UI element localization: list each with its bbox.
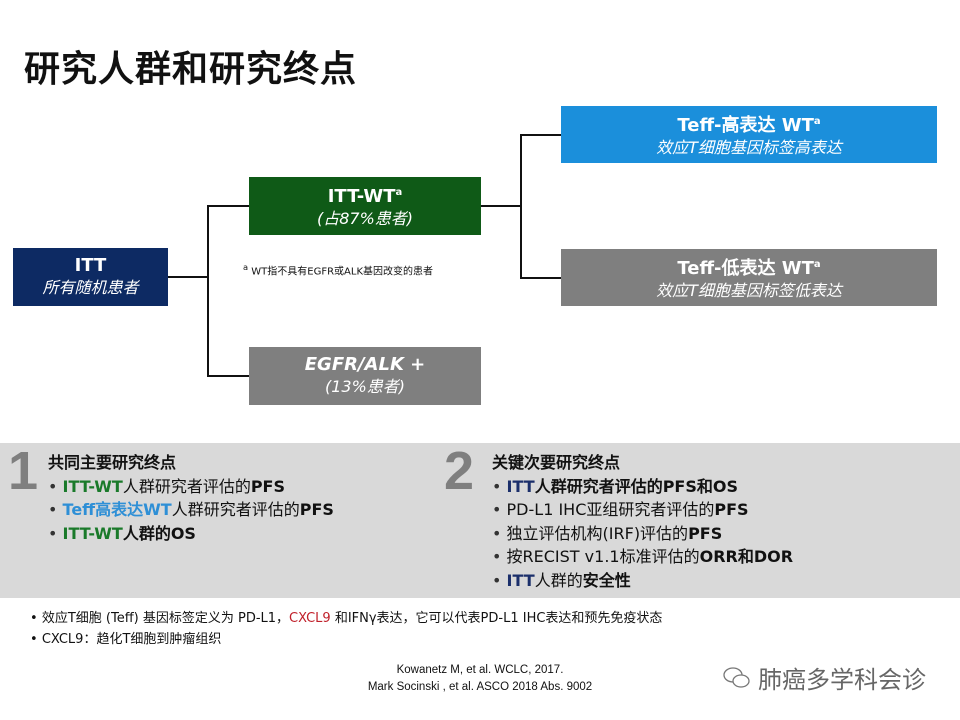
list-item: ITT人群的安全性 <box>492 569 793 593</box>
itt-wt-sub: (占87%患者) <box>316 209 414 228</box>
secondary-number: 2 <box>444 441 475 501</box>
teff-high-sub: 效应T细胞基因标签高表达 <box>656 137 842 157</box>
connector <box>207 375 249 377</box>
teff-low-sub: 效应T细胞基因标签低表达 <box>656 280 842 300</box>
connector <box>520 134 561 136</box>
footnote: a WT指不具有EGFR或ALK基因改变的患者 <box>243 262 433 277</box>
connector <box>207 205 209 377</box>
list-item: ITT人群研究者评估的PFS和OS <box>492 475 793 499</box>
wechat-icon <box>723 666 750 688</box>
list-item: 按RECIST v1.1标准评估的ORR和DOR <box>492 545 794 569</box>
itt-wt-box: ITT-WTa (占87%患者) <box>249 177 481 235</box>
teff-high-title: Teff-高表达 WT <box>677 114 814 136</box>
watermark-text: 肺癌多学科会诊 <box>758 666 926 694</box>
references: Kowanetz M, et al. WCLC, 2017. Mark Soci… <box>330 662 630 696</box>
note-item: CXCL9：趋化T细胞到肿瘤组织 <box>30 629 662 650</box>
primary-endpoints: 共同主要研究终点 ITT-WT人群研究者评估的PFS Teff高表达WT人群研究… <box>48 451 334 545</box>
notes: 效应T细胞 (Teff) 基因标签定义为 PD-L1，CXCL9 和IFNγ表达… <box>30 608 663 650</box>
egfr-alk-box: EGFR/ALK + (13%患者) <box>249 347 481 405</box>
sup: a <box>395 187 403 198</box>
list-item: ITT-WT人群的OS <box>48 522 334 546</box>
connector <box>207 205 249 207</box>
note-item: 效应T细胞 (Teff) 基因标签定义为 PD-L1，CXCL9 和IFNγ表达… <box>30 608 663 629</box>
primary-number: 1 <box>8 441 39 501</box>
egfr-title: EGFR/ALK + <box>304 354 426 375</box>
reference: Mark Socinski , et al. ASCO 2018 Abs. 90… <box>367 681 593 693</box>
teff-low-title: Teff-低表达 WT <box>677 257 814 279</box>
connector <box>168 276 209 278</box>
sup: a <box>243 262 249 272</box>
list-item: 独立评估机构(IRF)评估的PFS <box>492 522 793 546</box>
watermark: 肺癌多学科会诊 <box>722 660 926 695</box>
teff-low-box: Teff-低表达 WTa 效应T细胞基因标签低表达 <box>561 249 937 306</box>
secondary-heading: 关键次要研究终点 <box>492 453 621 472</box>
reference: Kowanetz M, et al. WCLC, 2017. <box>396 664 564 676</box>
teff-high-box: Teff-高表达 WTa 效应T细胞基因标签高表达 <box>561 106 937 163</box>
primary-heading: 共同主要研究终点 <box>48 453 177 472</box>
footnote-text: WT指不具有EGFR或ALK基因改变的患者 <box>251 266 434 278</box>
page-title: 研究人群和研究终点 <box>24 49 358 90</box>
sup: a <box>813 115 821 127</box>
connector <box>520 134 522 279</box>
egfr-sub: (13%患者) <box>324 377 406 396</box>
list-item: Teff高表达WT人群研究者评估的PFS <box>48 498 334 522</box>
itt-sub: 所有随机患者 <box>42 278 139 297</box>
itt-title: ITT <box>74 255 107 276</box>
secondary-endpoints: 关键次要研究终点 ITT人群研究者评估的PFS和OS PD-L1 IHC亚组研究… <box>492 451 793 592</box>
itt-wt-title: ITT-WT <box>327 186 396 207</box>
connector <box>481 205 522 207</box>
list-item: PD-L1 IHC亚组研究者评估的PFS <box>492 498 793 522</box>
itt-box: ITT 所有随机患者 <box>13 248 168 306</box>
sup: a <box>813 258 821 270</box>
list-item: ITT-WT人群研究者评估的PFS <box>48 475 334 499</box>
connector <box>520 277 561 279</box>
